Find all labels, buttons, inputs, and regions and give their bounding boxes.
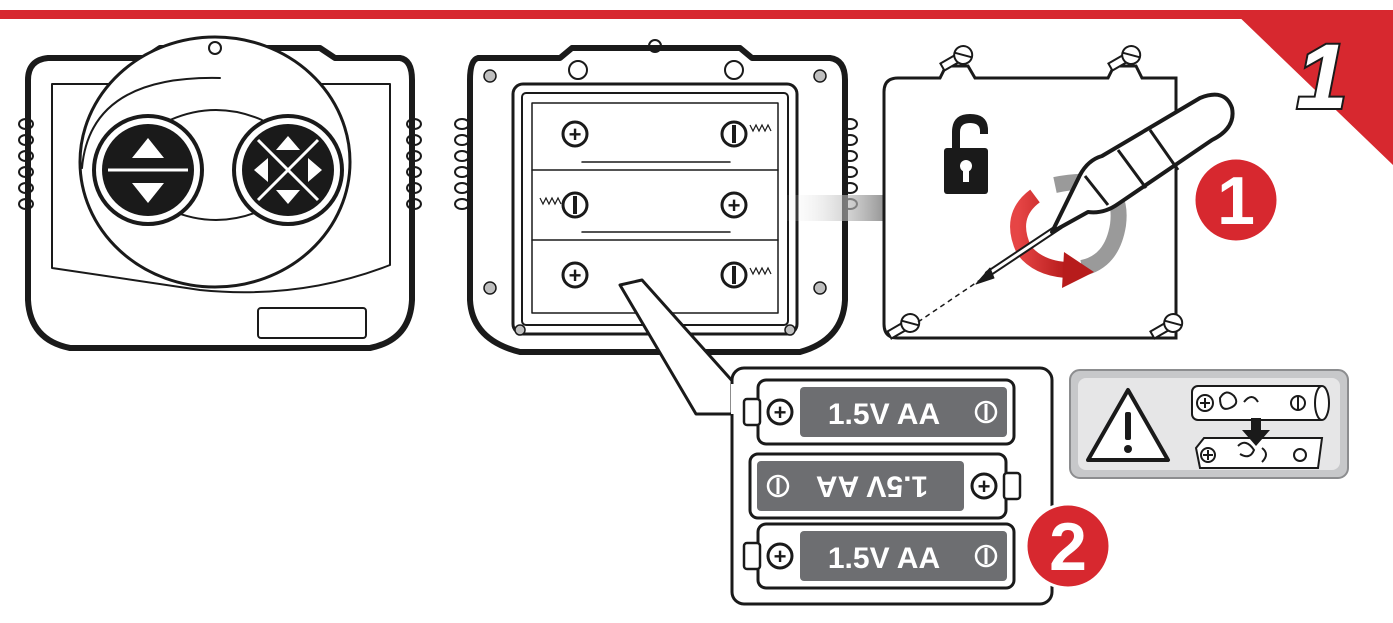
screwdriver-icon: [975, 92, 1235, 285]
svg-text:2: 2: [1049, 509, 1087, 585]
damaged-battery-icon: [1191, 385, 1330, 469]
controller-front: [18, 35, 422, 351]
battery-2-label: 1.5V AA: [816, 470, 928, 503]
row-3-plus-icon: +: [561, 261, 589, 289]
svg-text:1: 1: [1217, 163, 1255, 239]
battery-1-plus-icon: +: [766, 398, 794, 426]
unlock-icon: [944, 114, 988, 194]
top-accent-bar: [0, 10, 1245, 19]
updown-button: [92, 114, 204, 226]
svg-text:+: +: [728, 193, 741, 218]
screw-guide-line: [917, 275, 987, 323]
compartment-polarity: + + +: [561, 120, 748, 289]
svg-text:+: +: [774, 400, 787, 425]
up-arrow-icon: [132, 138, 164, 158]
row-2-plus-icon: +: [720, 191, 748, 219]
battery-1: + 1.5V AA: [742, 378, 1016, 446]
svg-text:+: +: [978, 474, 991, 499]
battery-1-label: 1.5V AA: [828, 398, 940, 431]
warning-icon: [1086, 388, 1170, 462]
battery-2-minus-icon: [766, 474, 790, 498]
battery-3-minus-icon: [974, 544, 998, 568]
callout-step-two: 2: [1024, 502, 1112, 590]
down-arrow-icon: [132, 183, 164, 203]
battery-2-plus-icon: +: [970, 472, 998, 500]
callout-pointer: [618, 278, 737, 416]
battery-3: + 1.5V AA: [742, 522, 1016, 590]
step-badge-number: 1: [1296, 26, 1347, 128]
svg-text:+: +: [774, 544, 787, 569]
svg-text:+: +: [569, 263, 582, 288]
warning-panel: [1069, 369, 1349, 479]
row-3-minus-icon: [720, 261, 748, 289]
battery-2: 1.5V AA +: [748, 452, 1022, 520]
directional-button: [232, 114, 344, 226]
svg-text:+: +: [569, 122, 582, 147]
callout-step-one: 1: [1192, 156, 1280, 244]
row-1-minus-icon: [720, 120, 748, 148]
case-screws: [483, 69, 827, 336]
spring-contacts: [539, 123, 772, 276]
down-arrow-icon: [1242, 418, 1270, 446]
screw-icon: [886, 45, 1184, 340]
battery-3-plus-icon: +: [766, 542, 794, 570]
battery-1-minus-icon: [974, 400, 998, 424]
row-2-minus-icon: [561, 191, 589, 219]
step-badge: 1: [1232, 10, 1393, 165]
row-1-plus-icon: +: [561, 120, 589, 148]
battery-3-label: 1.5V AA: [828, 542, 940, 575]
